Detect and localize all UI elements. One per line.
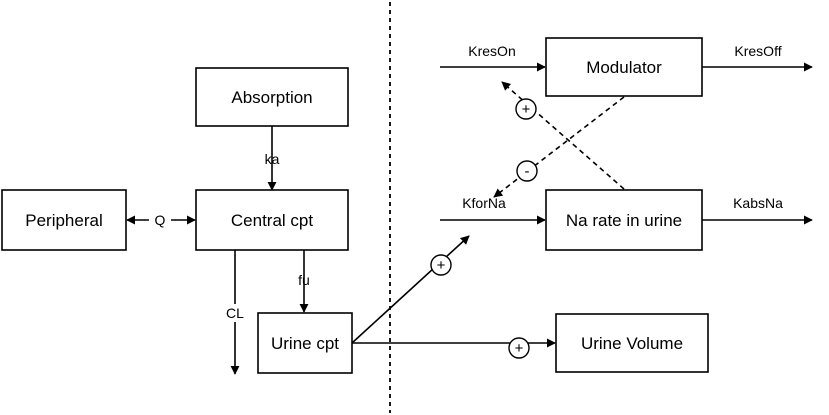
- node-modulator: Modulator: [545, 37, 703, 97]
- node-urine-volume: Urine Volume: [555, 313, 709, 373]
- node-modulator-label: Modulator: [586, 58, 662, 77]
- edge-kres-on-label: KresOn: [468, 43, 515, 59]
- sign-urine-to-na: +: [430, 254, 452, 276]
- edge-fu-label: fu: [298, 272, 310, 288]
- node-urine-cpt-label: Urine cpt: [271, 334, 339, 353]
- sign-urine-to-volume: +: [508, 337, 530, 359]
- edge-kfor-na-label: KforNa: [462, 195, 506, 211]
- node-urine-cpt: Urine cpt: [257, 312, 353, 374]
- svg-text:+: +: [437, 257, 446, 274]
- node-peripheral: Peripheral: [1, 189, 127, 251]
- svg-text:+: +: [522, 101, 531, 118]
- edge-kres-off-label: KresOff: [734, 43, 781, 59]
- node-central-label: Central cpt: [231, 211, 313, 230]
- node-absorption: Absorption: [195, 67, 349, 127]
- node-absorption-label: Absorption: [231, 88, 312, 107]
- svg-text:+: +: [515, 340, 524, 357]
- edge-modulator-to-kforna: [493, 96, 625, 198]
- node-urine-volume-label: Urine Volume: [581, 334, 683, 353]
- node-na-rate-label: Na rate in urine: [566, 211, 682, 230]
- svg-text:-: -: [525, 163, 530, 180]
- node-peripheral-label: Peripheral: [25, 211, 103, 230]
- sign-na-to-modulator: +: [515, 98, 537, 120]
- edge-kabs-na-label: KabsNa: [733, 195, 783, 211]
- edge-ka-label: ka: [265, 151, 280, 167]
- node-central: Central cpt: [195, 189, 349, 251]
- edge-cl-label: CL: [226, 305, 244, 321]
- node-na-rate: Na rate in urine: [545, 189, 703, 251]
- edge-urine-to-na: [351, 235, 470, 344]
- sign-modulator-to-kforna: -: [516, 160, 538, 182]
- edge-q-label: Q: [155, 212, 166, 228]
